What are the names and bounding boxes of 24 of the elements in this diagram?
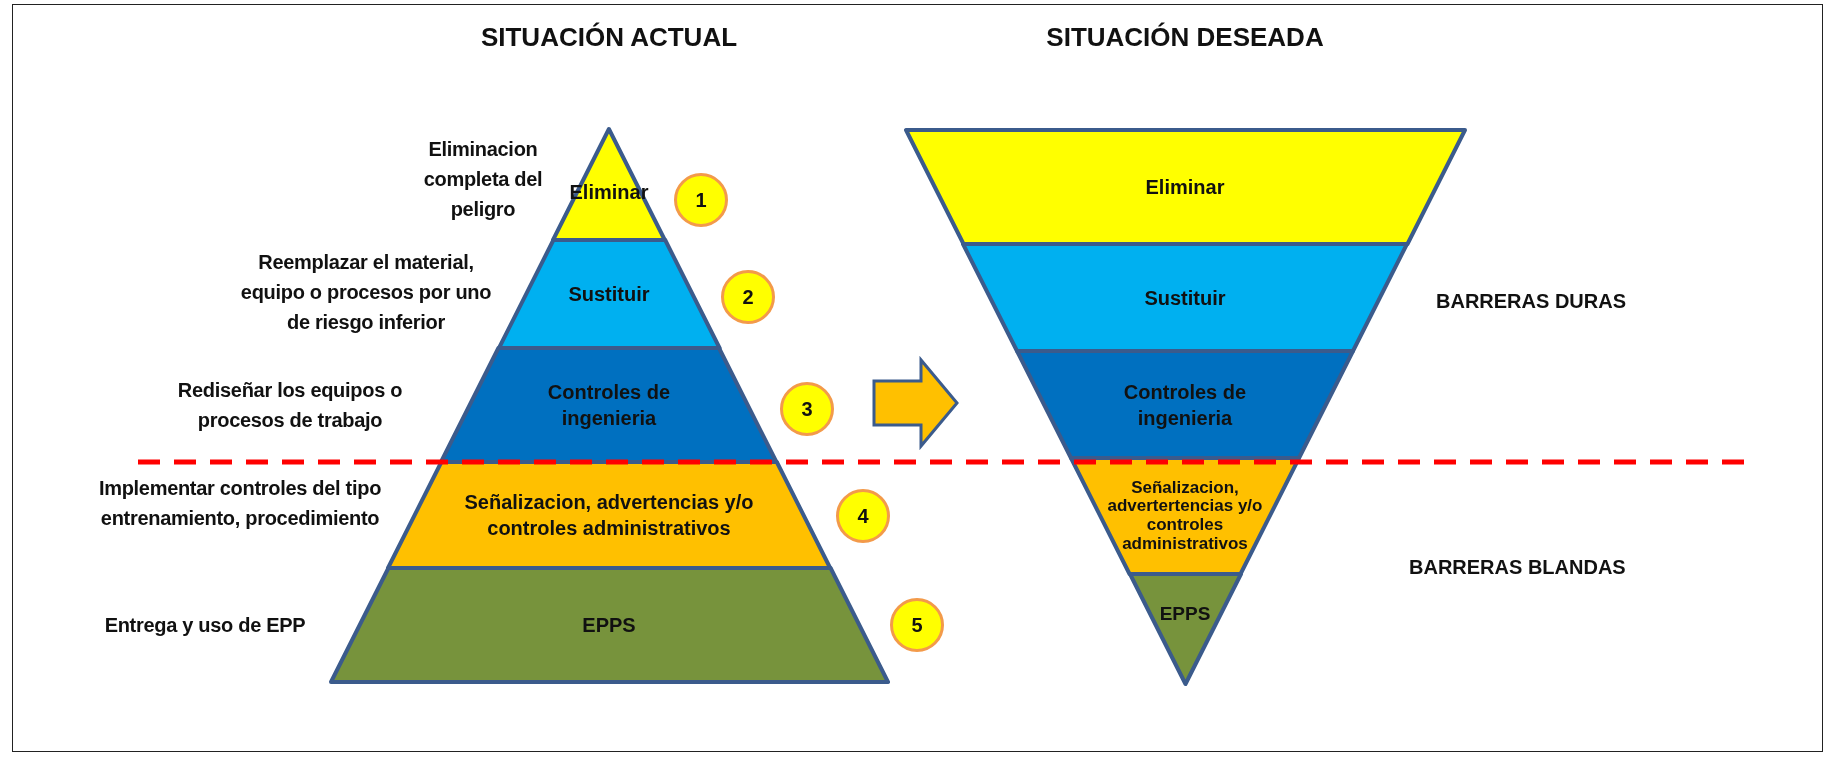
pyramid-title: SITUACIÓN DESEADA bbox=[1046, 22, 1324, 53]
layer-label: EPPS bbox=[1159, 601, 1211, 626]
description-text: Eliminacion completa del peligro bbox=[422, 137, 544, 222]
number-circle: 4 bbox=[836, 489, 890, 543]
number-circle: 1 bbox=[674, 173, 728, 227]
layer-label: Sustituir bbox=[1144, 285, 1226, 311]
number-circle: 3 bbox=[780, 382, 834, 436]
number-circle: 2 bbox=[721, 270, 775, 324]
layer-label: Señalizacion, advertertencias y/o controles administrativos bbox=[1106, 478, 1264, 554]
barrier-label: BARRERAS DURAS bbox=[1436, 290, 1626, 313]
barrier-label: BARRERAS BLANDAS bbox=[1409, 556, 1626, 579]
number-circle: 5 bbox=[890, 598, 944, 652]
layer-label: EPPS bbox=[582, 613, 636, 638]
layer-label: Sustituir bbox=[568, 282, 650, 307]
description-text: Rediseñar los equipos o procesos de trabajo bbox=[176, 378, 404, 433]
layer-label: Controles de ingenieria bbox=[1122, 379, 1248, 431]
pyramid-title: SITUACIÓN ACTUAL bbox=[480, 22, 738, 53]
block-arrow bbox=[872, 355, 959, 451]
layer-label: Controles de ingenieria bbox=[546, 380, 672, 431]
layer-label: Señalizacion, advertencias y/o controles administrativos bbox=[463, 490, 755, 541]
description-text: Implementar controles del tipo entrenamiento, procedimiento bbox=[97, 476, 383, 531]
description-text: Entrega y uso de EPP bbox=[103, 613, 307, 638]
description-text: Reemplazar el material, equipo o procesos por uno de riesgo inferior bbox=[239, 250, 493, 335]
layer-label: Eliminar bbox=[1145, 175, 1225, 200]
